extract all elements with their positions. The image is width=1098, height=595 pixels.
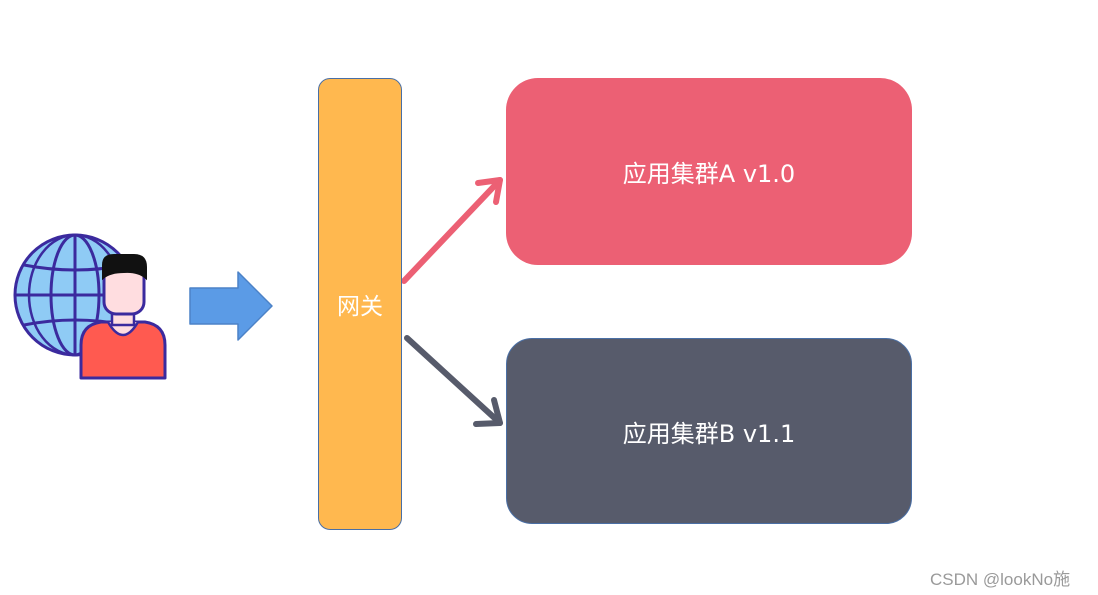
cluster-b-node: 应用集群B v1.1 [506, 338, 912, 524]
user-icon [79, 254, 167, 380]
right-arrow-icon [189, 271, 273, 341]
gateway-label: 网关 [337, 294, 383, 320]
route-arrow-b [404, 335, 503, 427]
cluster-a-node: 应用集群A v1.0 [506, 78, 912, 265]
cluster-b-label: 应用集群B v1.1 [622, 419, 796, 448]
route-arrow-a [401, 177, 503, 284]
globe-user-icon [13, 233, 167, 380]
gateway-node: 网关 [318, 78, 402, 530]
watermark: CSDN @lookNo施 [930, 570, 1071, 589]
cluster-a-label: 应用集群A v1.0 [622, 160, 796, 188]
